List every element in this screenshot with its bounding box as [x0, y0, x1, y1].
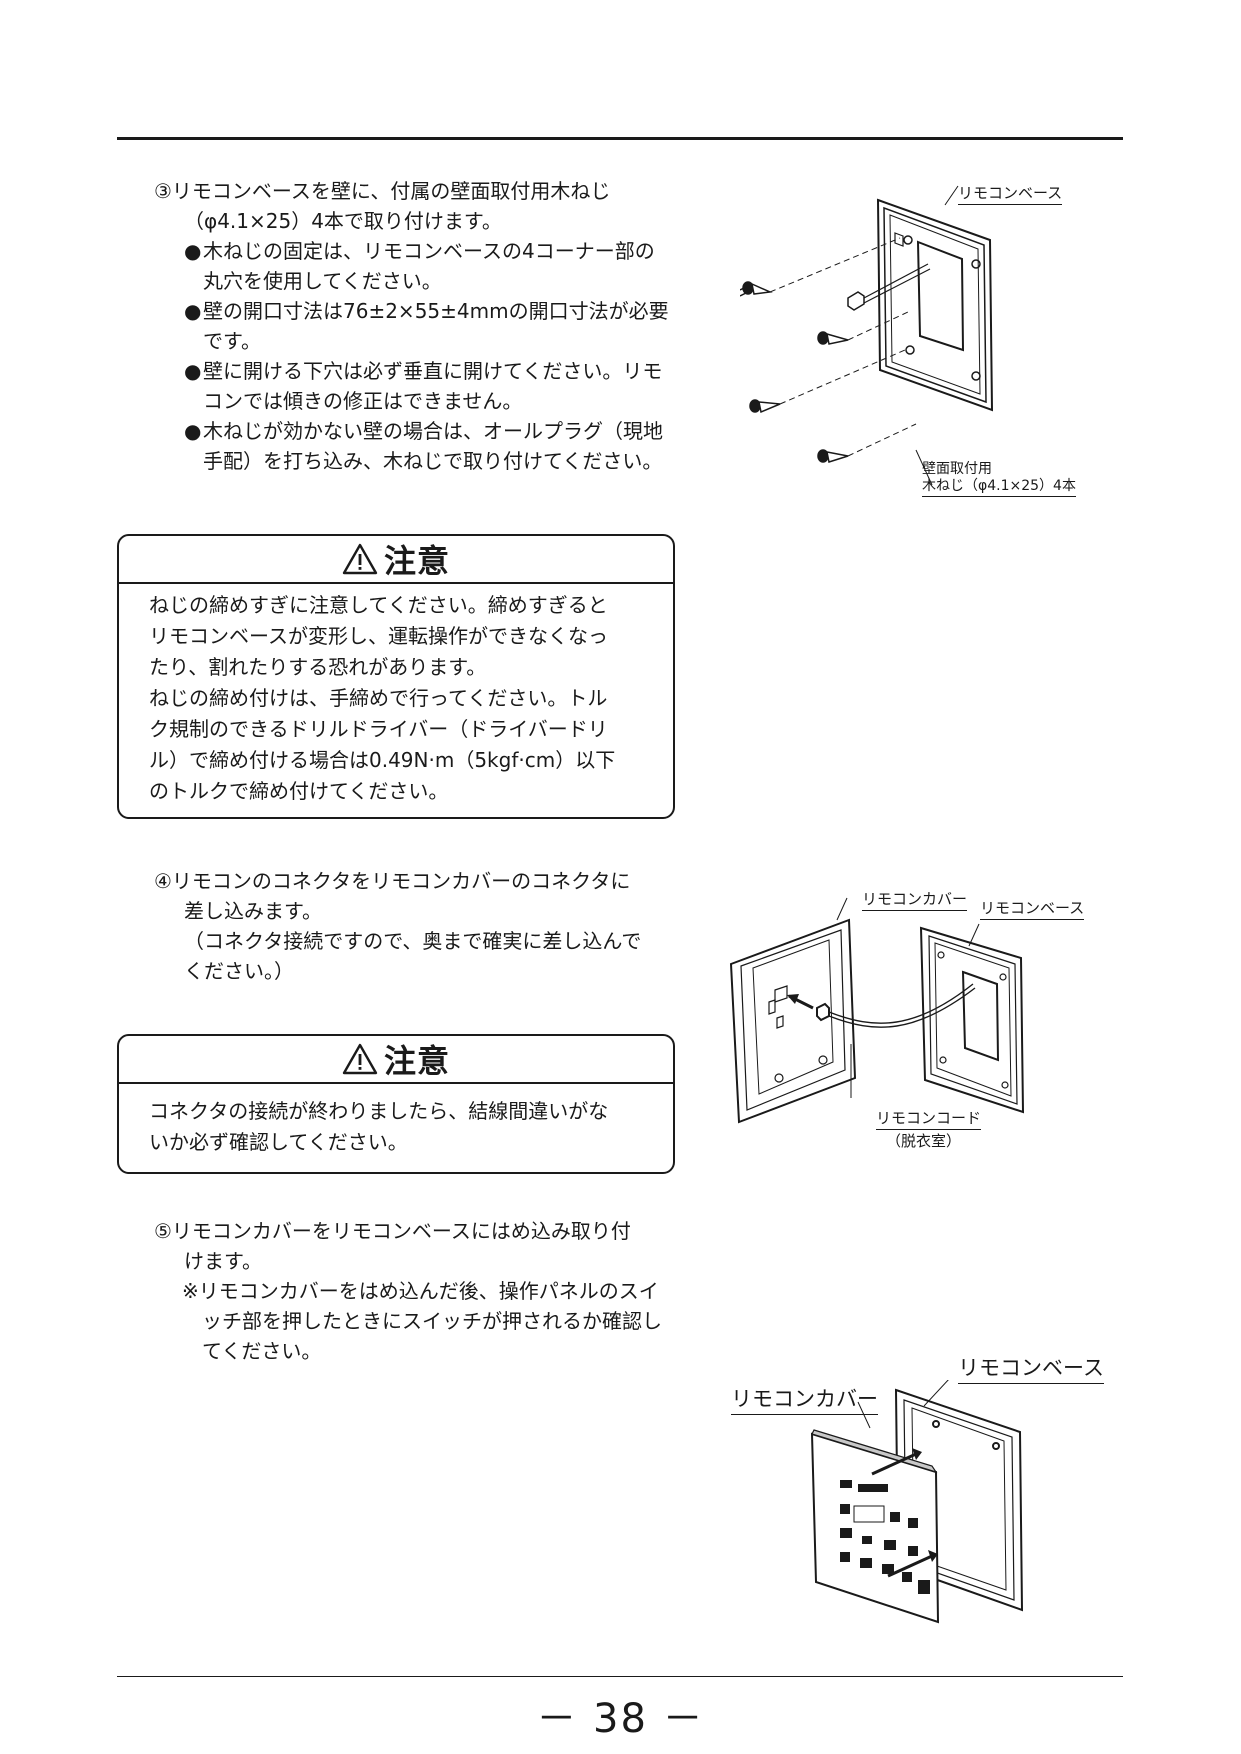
label-remote-base: リモコンベース: [958, 182, 1063, 205]
screw-icons: [740, 281, 849, 463]
footer-rule: [117, 1676, 1123, 1677]
page-number: － 38 －: [536, 1696, 705, 1742]
caution-box-1: 注意 ねじの締めすぎに注意してください。締めすぎると リモコンベースが変形し、運…: [117, 534, 675, 819]
step-3-bullets: ●木ねじの固定は、リモコンベースの4コーナー部の丸穴を使用してください。 ●壁の…: [154, 236, 674, 476]
warning-triangle-icon: [342, 543, 378, 575]
caution-title: 注意: [119, 536, 673, 584]
remote-cord: [828, 983, 974, 1024]
bullet-item: ●壁に開ける下穴は必ず垂直に開けてください。リモコンでは傾きの修正はできません。: [184, 359, 663, 413]
bullet-item: ●壁の開口寸法は76±2×55±4mmの開口寸法が必要です。: [184, 299, 669, 353]
label-changing-room: （脱衣室）: [886, 1132, 962, 1150]
label-wall-screw: 壁面取付用 木ねじ（φ4.1×25）4本: [922, 461, 1076, 497]
figure-fit-cover: [810, 1380, 1024, 1624]
warning-triangle-icon: [342, 1043, 378, 1075]
label-remote-cover: リモコンカバー: [862, 888, 968, 911]
label-remote-cord: リモコンコード: [876, 1107, 982, 1130]
base-outer-frame: [876, 198, 994, 412]
step-5-heading: ⑤リモコンカバーをリモコンベースにはめ込み取り付 けます。: [154, 1219, 631, 1273]
base-outer: [919, 926, 1025, 1114]
bullet-item: ●木ねじが効かない壁の場合は、オールプラグ（現地手配）を打ち込み、木ねじで取り付…: [184, 419, 663, 473]
bullet-item: ●木ねじの固定は、リモコンベースの4コーナー部の丸穴を使用してください。: [184, 239, 655, 293]
step-3-heading: ③リモコンベースを壁に、付属の壁面取付用木ねじ （φ4.1×25）4本で取り付け…: [154, 179, 611, 233]
figure-base-screws: [740, 185, 994, 486]
caution-title: 注意: [119, 1036, 673, 1084]
insert-arrow-icon: [787, 994, 799, 1004]
connector: [847, 291, 865, 311]
label-remote-cover-3: リモコンカバー: [731, 1383, 878, 1415]
header-rule: [117, 137, 1123, 140]
push-arrow-icon: [912, 1448, 922, 1460]
base-opening: [916, 240, 965, 352]
caution-body: コネクタの接続が終わりましたら、結線間違いがな いか必ず確認してください。: [149, 1099, 609, 1154]
label-remote-base-2: リモコンベース: [980, 897, 1085, 920]
step-3: ③リモコンベースを壁に、付属の壁面取付用木ねじ （φ4.1×25）4本で取り付け…: [154, 176, 674, 476]
step-5: ⑤リモコンカバーをリモコンベースにはめ込み取り付 けます。 ※リモコンカバーをは…: [154, 1216, 674, 1366]
step-4-heading: ④リモコンのコネクタをリモコンカバーのコネクタに 差し込みます。: [154, 869, 631, 923]
control-buttons: [840, 1480, 930, 1594]
caution-box-2: 注意 コネクタの接続が終わりましたら、結線間違いがな いか必ず確認してください。: [117, 1034, 675, 1174]
caution-body: ねじの締めすぎに注意してください。締めすぎると リモコンベースが変形し、運転操作…: [149, 593, 616, 803]
label-remote-base-3: リモコンベース: [958, 1352, 1104, 1384]
step-5-note: ※リモコンカバーをはめ込んだ後、操作パネルのスイッチ部を押したときにスイッチが押…: [182, 1279, 662, 1363]
cover-outer: [729, 918, 857, 1124]
push-arrow-icon: [928, 1550, 938, 1562]
plug: [816, 1002, 830, 1022]
figure-connector: [729, 897, 1025, 1124]
step-4: ④リモコンのコネクタをリモコンカバーのコネクタに 差し込みます。 （コネクタ接続…: [154, 866, 674, 986]
